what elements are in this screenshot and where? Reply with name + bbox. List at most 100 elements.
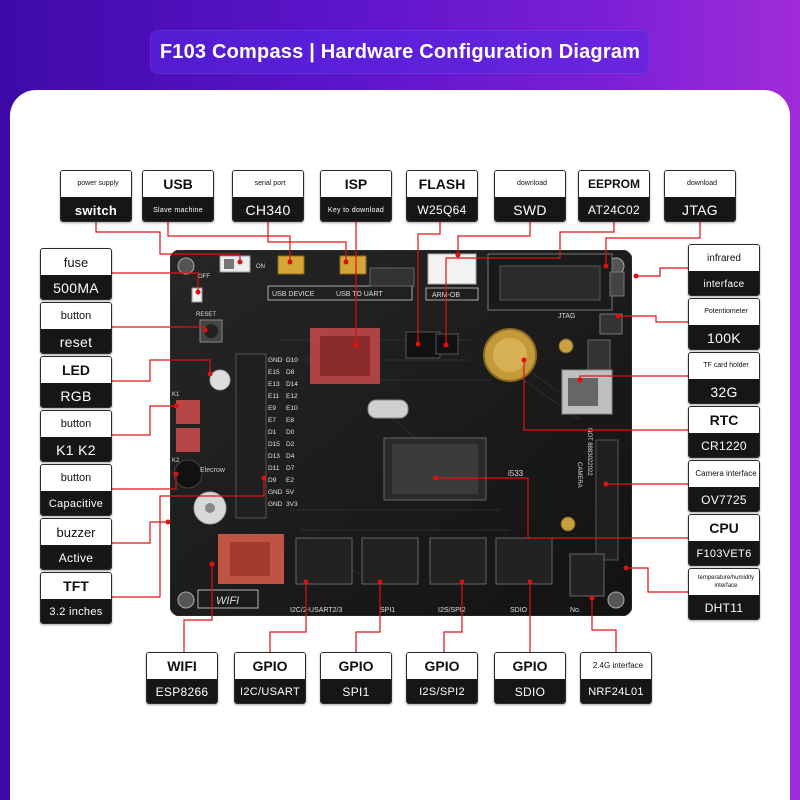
callout-switch-top: power supply [61,171,132,197]
pin-label: D1 [268,429,277,436]
pin-label: D8 [286,369,295,376]
callout-capacitive: button Capacitive [40,464,112,516]
silk-off: OFF [198,274,210,280]
crystal-gold [559,339,573,353]
callout-usb-top: USB [143,171,213,197]
callout-swd: download SWD [494,170,566,222]
mount-hole [608,592,624,608]
pin-label: E11 [268,393,279,400]
callout-led-top: LED [41,357,111,383]
callout-gpio3: GPIO I2S/SPI2 [406,652,478,704]
pin-label: GND [268,489,283,496]
gpio-header-sdio [496,538,552,584]
callout-camera-bottom: OV7725 [689,487,759,512]
callout-fuse-bottom: 500MA [41,275,111,300]
header-top-small [370,268,414,286]
callout-eeprom-bottom: AT24C02 [579,197,649,222]
callout-gpio1-top: GPIO [235,653,305,679]
callout-k1k2: button K1 K2 [40,410,112,462]
usb-device-connector [278,256,304,274]
mount-hole [178,258,194,274]
callout-dht11-top: temperature/humidity interface [689,569,760,595]
callout-flash: FLASH W25Q64 [406,170,478,222]
pin-label: D11 [268,465,280,472]
callout-tfcard-bottom: 32G [689,379,759,404]
callout-led-bottom: RGB [41,383,111,408]
pin-label: E10 [286,405,298,412]
pin-label: D9 [268,477,277,484]
callout-tft-bottom: 3.2 inches [41,599,111,624]
eeprom-chip [436,334,458,354]
callout-reset-bottom: reset [41,329,111,354]
callout-buzzer: buzzer Active [40,518,112,570]
gpio-header-nrf [570,554,604,596]
silk-reset: RESET [196,312,216,318]
callout-tft-top: TFT [41,573,111,599]
silk-chip-mark: i533 [508,469,524,478]
pcb-board: ON OFF USB DEVICE USB TO UART ARM-OB JTA… [170,250,632,616]
callout-gpio2-bottom: SPI1 [321,679,391,704]
callout-dht11-bottom: DHT11 [689,595,759,620]
callout-k1k2-bottom: K1 K2 [41,437,111,462]
callout-dht11: temperature/humidity interface DHT11 [688,568,760,620]
callout-ch340: serial port CH340 [232,170,304,222]
silk-elecrow: Elecrow [200,467,226,474]
callout-usb-bottom: Slave machine [143,197,213,222]
silk-on: ON [256,264,265,270]
pin-label: E8 [286,417,294,424]
callout-tfcard: TF card holder 32G [688,352,760,404]
callout-switch-bottom: switch [61,197,131,222]
pin-label: D13 [268,453,280,460]
callout-gpio1-bottom: I2C/USART [235,679,305,704]
pin-label: D14 [286,381,298,388]
pin-label: D0 [286,429,295,436]
callout-k1k2-top: button [41,411,111,437]
crystal-gold-2 [561,517,575,531]
callout-gpio4-bottom: SDIO [495,679,565,704]
callout-tfcard-top: TF card holder [689,353,760,379]
callout-nrf-top: 2.4G interface [581,653,652,679]
silk-serial: NOT 8883022022 [586,428,592,476]
callout-cpu-top: CPU [689,515,759,541]
pin-label: E12 [286,393,298,400]
callout-jtag-bottom: JTAG [665,197,735,222]
pin-label: E9 [268,405,276,412]
pin-label: E7 [268,417,276,424]
callout-gpio4-top: GPIO [495,653,565,679]
pin-label: D7 [286,465,295,472]
callout-cpu: CPU F103VET6 [688,514,760,566]
usb-uart-connector [340,256,366,274]
callout-wifi: WIFI ESP8266 [146,652,218,704]
pin-label: 3V3 [286,501,298,508]
pin-label: D10 [286,357,298,364]
callout-camera-top: Camera interface [689,461,760,487]
potentiometer [600,314,622,334]
callout-rtc: RTC CR1220 [688,406,760,458]
gpio-header-i2c [296,538,352,584]
callout-wifi-top: WIFI [147,653,217,679]
callout-ch340-top: serial port [233,171,304,197]
silk-camera: CAMERA [576,462,582,488]
callout-infrared-top: infrared [689,245,759,271]
callout-gpio1: GPIO I2C/USART [234,652,306,704]
callout-wifi-bottom: ESP8266 [147,679,217,704]
silk-bus-i2s: I2S/SPI2 [438,607,466,614]
callout-eeprom-top: EEPROM [579,171,649,197]
callout-cpu-bottom: F103VET6 [689,541,759,566]
callout-usb: USB Slave machine [142,170,214,222]
callout-swd-top: download [495,171,566,197]
silk-bus-sdio: SDIO [510,607,528,614]
silk-bus-i2c: I2C/2-USART2/3 [290,607,342,614]
callout-gpio2: GPIO SPI1 [320,652,392,704]
callout-gpio3-top: GPIO [407,653,477,679]
page-title: F103 Compass | Hardware Configuration Di… [160,41,640,64]
callout-nrf-bottom: NRF24L01 [581,679,651,704]
pin-label: GND [268,357,283,364]
pin-label: 5V [286,489,295,496]
crystal [368,400,408,418]
silk-arm-ob: ARM-OB [432,292,460,299]
callout-capacitive-top: button [41,465,111,491]
k2-button [176,428,200,452]
callout-flash-top: FLASH [407,171,477,197]
flash-chip [406,332,440,358]
